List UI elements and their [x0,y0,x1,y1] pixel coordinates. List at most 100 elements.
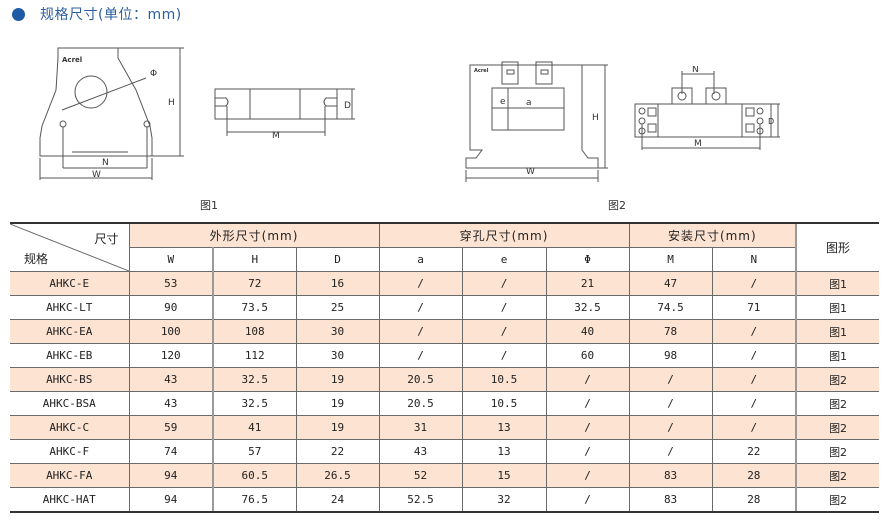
cell-a: / [378,343,463,368]
cell-w: 120 [128,343,214,368]
svg-text:Acrel: Acrel [474,68,489,74]
cell-m: 83 [628,487,713,513]
cell-e: 10.5 [461,367,547,392]
cell-phi: / [545,439,630,464]
cell-h: 32.5 [212,391,297,416]
cell-m: / [628,415,713,440]
figure-header: 图形 [795,222,880,272]
cell-n: 71 [711,295,797,320]
cell-fig: 图1 [795,319,880,344]
ct-front-drawing-2: Acrel e a H W [465,61,608,182]
svg-text:H: H [592,113,599,123]
cell-h: 41 [212,415,297,440]
cell-phi: / [545,391,630,416]
cell-fig: 图2 [795,439,880,464]
col-header-e: e [461,247,547,272]
cell-h: 57 [212,439,297,464]
cell-m: / [628,439,713,464]
cell-w: 100 [128,319,214,344]
cell-e: 13 [461,415,547,440]
svg-text:Φ: Φ [150,69,157,79]
heading-text: 规格尺寸(单位：mm) [40,7,182,23]
cell-a: 20.5 [378,391,463,416]
cell-e: / [461,271,547,296]
cell-e: / [461,295,547,320]
cell-a: / [378,295,463,320]
corner-label-size: 尺寸 [94,232,119,246]
figure1-front-view: Acrel Φ H N W [28,40,193,180]
header-row-groups: 尺寸 规格 外形尺寸(mm) 穿孔尺寸(mm) 安装尺寸(mm) 图形 [10,222,880,272]
section-heading: 规格尺寸(单位：mm) [10,4,182,24]
cell-fig: 图2 [795,391,880,416]
cell-h: 76.5 [212,487,297,513]
cell-m: / [628,367,713,392]
cell-m: 47 [628,271,713,296]
cell-d: 30 [295,319,380,344]
cell-fig: 图2 [795,367,880,392]
cell-model: AHKC-LT [10,295,130,320]
svg-text:W: W [92,170,101,180]
cell-fig: 图1 [795,295,880,320]
cell-model: AHKC-BS [10,367,130,392]
cell-n: / [711,415,797,440]
svg-text:H: H [168,98,175,108]
cell-phi: / [545,487,630,513]
cell-model: AHKC-HAT [10,487,130,513]
cell-n: / [711,343,797,368]
cell-model: AHKC-E [10,271,130,296]
cell-model: AHKC-F [10,439,130,464]
cell-d: 19 [295,391,380,416]
svg-text:e: e [500,97,506,107]
spec-table: 尺寸 规格 外形尺寸(mm) 穿孔尺寸(mm) 安装尺寸(mm) 图形 W H … [10,222,880,513]
cell-e: 32 [461,487,547,513]
cell-model: AHKC-C [10,415,130,440]
cell-w: 94 [128,463,214,488]
cell-h: 112 [212,343,297,368]
cell-phi: / [545,415,630,440]
cell-n: / [711,391,797,416]
cell-w: 53 [128,271,214,296]
cell-a: 43 [378,439,463,464]
cell-n: / [711,319,797,344]
svg-text:N: N [102,158,109,168]
cell-h: 32.5 [212,367,297,392]
svg-text:D: D [768,117,774,126]
cell-e: 13 [461,439,547,464]
cell-n: 28 [711,487,797,513]
cell-a: 52.5 [378,487,463,513]
cell-m: 78 [628,319,713,344]
cell-phi: 60 [545,343,630,368]
cell-fig: 图2 [795,487,880,513]
cell-w: 74 [128,439,214,464]
cell-d: 24 [295,487,380,513]
cell-m: 74.5 [628,295,713,320]
svg-text:N: N [692,66,699,75]
cell-fig: 图2 [795,415,880,440]
cell-h: 60.5 [212,463,297,488]
cell-h: 73.5 [212,295,297,320]
corner-label-model: 规格 [24,252,49,266]
cell-m: 98 [628,343,713,368]
cell-e: 15 [461,463,547,488]
figure2-front-view: Acrel e a H W [462,60,612,185]
cell-fig: 图1 [795,343,880,368]
ct-top-drawing-2: N M D [634,66,780,150]
cell-d: 26.5 [295,463,380,488]
cell-w: 43 [128,391,214,416]
cell-n: 28 [711,463,797,488]
cell-n: / [711,367,797,392]
cell-w: 90 [128,295,214,320]
cell-d: 19 [295,367,380,392]
cell-model: AHKC-FA [10,463,130,488]
cell-d: 25 [295,295,380,320]
corner-header-cell: 尺寸 规格 [10,222,130,272]
cell-phi: 40 [545,319,630,344]
cell-phi: / [545,463,630,488]
